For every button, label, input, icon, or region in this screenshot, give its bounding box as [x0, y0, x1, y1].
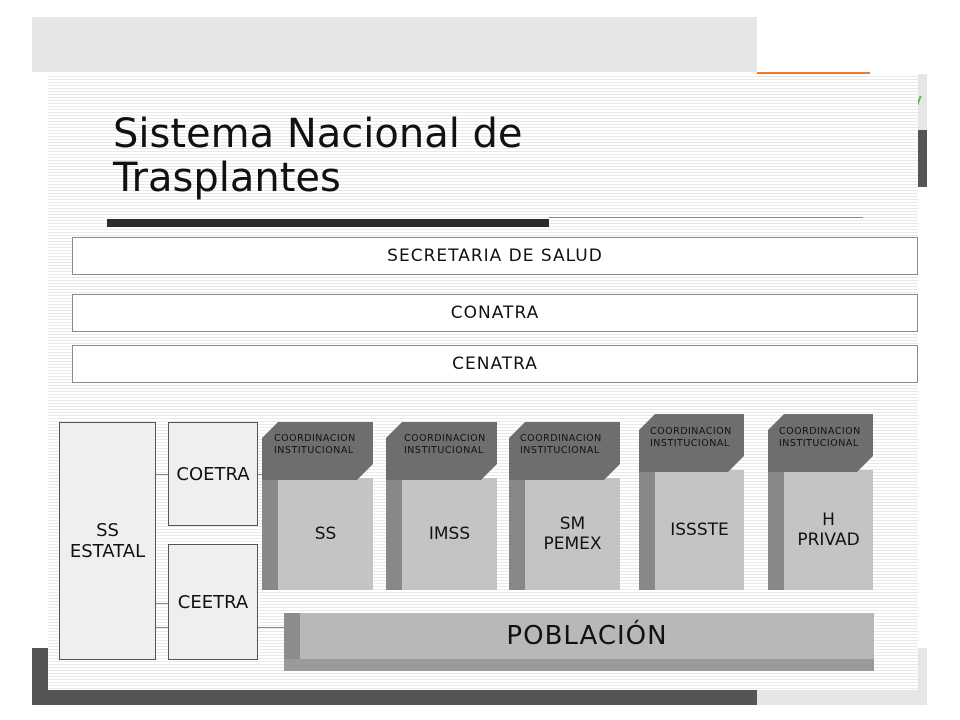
connector-estatal-ceetra [155, 603, 169, 604]
conatra-label: CONATRA [450, 303, 540, 323]
right-frame-dark [918, 130, 927, 187]
title-underline-thin [549, 217, 863, 218]
cenatra-box: CENATRA [72, 345, 918, 383]
pillar-side [639, 470, 655, 590]
institution-imss: IMSS COORDINACION INSTITUCIONAL [386, 422, 501, 590]
institution-label-line-1: ISSSTE [670, 520, 729, 540]
pillar-front: ISSSTE [655, 470, 744, 590]
pillar-front: SS [278, 478, 373, 590]
pillar-side [386, 478, 402, 590]
ceetra-label: CEETRA [177, 591, 249, 613]
connector-estatal-ceetra-lower [155, 627, 169, 628]
cenatra-label: CENATRA [452, 354, 538, 374]
cap-label-line-2: INSTITUCIONAL [779, 438, 859, 449]
connector-ceetra-poblacion [257, 627, 287, 628]
institution-label-line-2: PEMEX [543, 534, 602, 554]
coordinacion-cap-label: COORDINACION INSTITUCIONAL [779, 426, 861, 450]
coordinacion-cap-label: COORDINACION INSTITUCIONAL [520, 433, 602, 457]
cap-label-line-1: COORDINACION [404, 433, 486, 444]
cap-label-line-2: INSTITUCIONAL [404, 445, 484, 456]
institution-issste: ISSSTE COORDINACION INSTITUCIONAL [639, 414, 754, 590]
cap-label-line-1: COORDINACION [779, 426, 861, 437]
poblacion-box: POBLACIÓN [284, 613, 874, 671]
coordinacion-cap-label: COORDINACION INSTITUCIONAL [274, 433, 356, 457]
ss-estatal-line-2: ESTATAL [69, 541, 146, 562]
institution-ss: SS COORDINACION INSTITUCIONAL [262, 422, 377, 590]
coordinacion-cap [509, 422, 620, 480]
cap-label-line-2: INSTITUCIONAL [650, 438, 730, 449]
page-title: Sistema Nacional de Trasplantes [113, 112, 713, 200]
pillar-side [509, 478, 525, 590]
secretaria-de-salud-box: SECRETARIA DE SALUD [72, 237, 918, 275]
institution-label-line-1: SS [314, 524, 337, 544]
cap-label-line-2: INSTITUCIONAL [274, 445, 354, 456]
pillar-side [262, 478, 278, 590]
poblacion-front: POBLACIÓN [300, 613, 874, 659]
ss-estatal-box: SS ESTATAL [59, 422, 156, 660]
title-underline-thick [107, 219, 549, 227]
top-banner [32, 17, 757, 72]
poblacion-side [284, 613, 300, 671]
bottom-frame-dark [32, 690, 757, 705]
coetra-label: COETRA [176, 463, 250, 485]
poblacion-label: POBLACIÓN [506, 621, 668, 651]
coordinacion-cap-label: COORDINACION INSTITUCIONAL [650, 426, 732, 450]
ceetra-box: CEETRA [168, 544, 258, 660]
conatra-box: CONATRA [72, 294, 918, 332]
coordinacion-cap [639, 414, 744, 472]
connector-coetra-ss [257, 474, 264, 475]
secretaria-de-salud-label: SECRETARIA DE SALUD [387, 246, 603, 266]
coordinacion-cap-label: COORDINACION INSTITUCIONAL [404, 433, 486, 457]
institution-label-line-2: PRIVAD [797, 530, 860, 550]
institution-label-line-1: IMSS [428, 524, 471, 544]
ss-estatal-line-1: SS [96, 520, 119, 541]
title-line-1: Sistema Nacional de [113, 111, 523, 157]
pillar-front: IMSS [402, 478, 497, 590]
coordinacion-cap [386, 422, 497, 480]
coordinacion-cap [768, 414, 873, 472]
cap-label-line-2: INSTITUCIONAL [520, 445, 600, 456]
institution-label-line-1: H [822, 510, 835, 530]
cap-label-line-1: COORDINACION [274, 433, 356, 444]
poblacion-bottom [284, 659, 874, 671]
cap-label-line-1: COORDINACION [520, 433, 602, 444]
pillar-side [768, 470, 784, 590]
cap-label-line-1: COORDINACION [650, 426, 732, 437]
title-line-2: Trasplantes [113, 155, 341, 201]
connector-estatal-coetra [155, 474, 169, 475]
coetra-box: COETRA [168, 422, 258, 526]
coordinacion-cap [262, 422, 373, 480]
institution-label-line-1: SM [559, 514, 586, 534]
